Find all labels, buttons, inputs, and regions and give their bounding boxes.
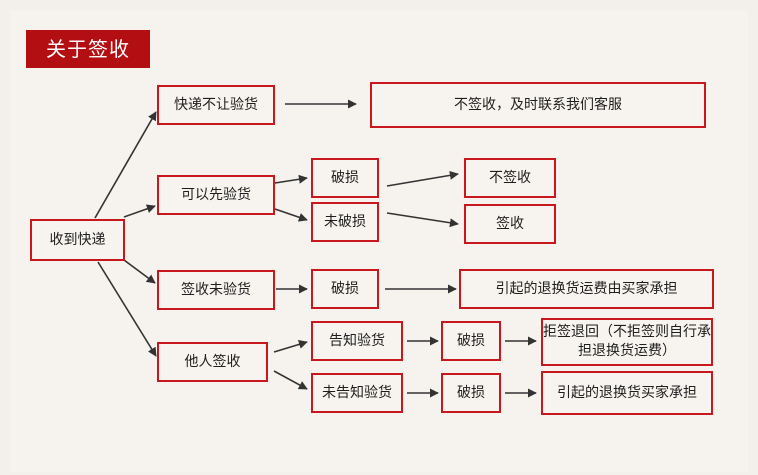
- node-refuse-return: 拒签退回（不拒签则自行承担退换货运费）: [541, 318, 713, 366]
- node-branch-other-sign: 他人签收: [157, 342, 268, 382]
- arrow-to-damaged-1: [274, 174, 308, 184]
- node-damaged-1: 破损: [311, 158, 379, 198]
- node-branch-inspect-first: 可以先验货: [157, 175, 275, 215]
- arrow-root-to-sign-no-inspect: [123, 259, 156, 284]
- arrow-to-not-notified: [273, 370, 308, 390]
- node-damaged-4: 破损: [441, 373, 501, 413]
- arrow-to-not-damaged: [274, 208, 308, 222]
- arrow-to-notified-inspect: [273, 340, 308, 353]
- arrow-to-refuse-sign: [386, 170, 459, 187]
- arrow-root-to-inspect-first: [123, 204, 156, 218]
- node-buyer-pays-2: 引起的退换货买家承担: [541, 371, 713, 415]
- node-not-notified-inspect: 未告知验货: [311, 373, 403, 413]
- node-buyer-pays-1: 引起的退换货运费由买家承担: [459, 269, 714, 309]
- arrow-root-to-no-inspect: [94, 111, 157, 219]
- node-branch-no-inspect: 快递不让验货: [157, 85, 275, 125]
- node-sign: 签收: [464, 204, 556, 244]
- node-not-damaged: 未破损: [311, 202, 379, 242]
- node-refuse-sign: 不签收: [464, 158, 556, 198]
- node-damaged-2: 破损: [311, 269, 379, 309]
- node-contact-service: 不签收，及时联系我们客服: [370, 82, 706, 128]
- node-notified-inspect: 告知验货: [311, 321, 403, 361]
- section-title: 关于签收: [26, 30, 150, 68]
- arrow-to-sign: [386, 212, 459, 228]
- node-root: 收到快递: [30, 219, 125, 261]
- node-branch-sign-no-inspect: 签收未验货: [157, 270, 275, 310]
- node-damaged-3: 破损: [441, 321, 501, 361]
- arrow-root-to-other-sign: [97, 261, 157, 357]
